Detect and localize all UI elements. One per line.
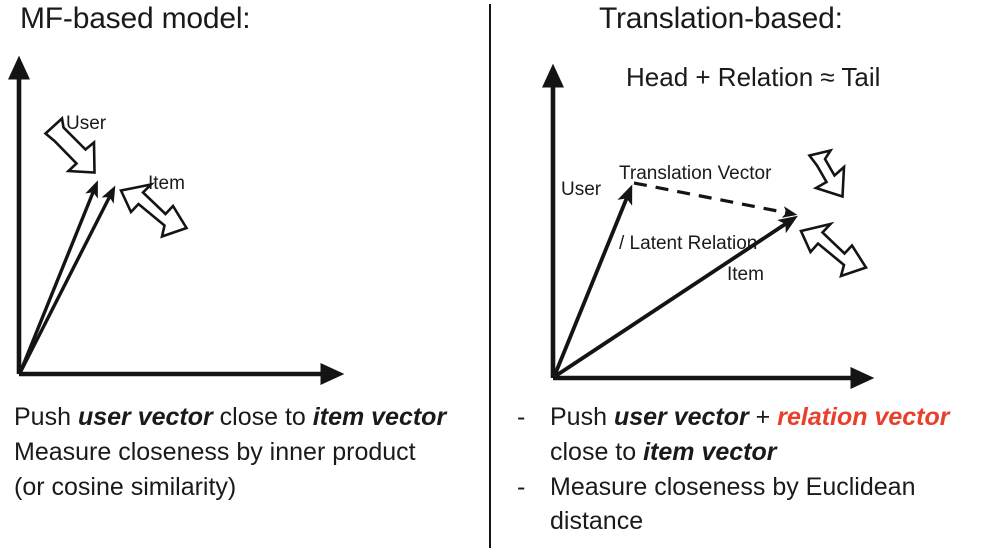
panel-divider — [489, 4, 491, 548]
right-diagram-item-label: Item — [727, 264, 764, 285]
right-panel-title: Translation-based: — [599, 2, 843, 35]
translation-vector-label: Translation Vector / Latent Relation — [619, 116, 771, 301]
translation-vector-label-line-2: / Latent Relation — [619, 232, 758, 254]
right-bullet1-item-vector: item vector — [643, 437, 777, 466]
right-panel: Translation-based: Head + Relation ≈ Tai… — [491, 0, 996, 548]
right-bullet-1: - Push user vector + relation vector — [509, 400, 996, 435]
item-vector — [18, 185, 116, 374]
right-bullet-1-text: Push user vector + relation vector — [550, 400, 996, 435]
left-body-line-2: Measure closeness by inner product — [14, 437, 416, 466]
right-bullet1-cont-lead: close to — [550, 437, 644, 466]
right-diagram-user-label: User — [561, 179, 602, 200]
user-vector — [552, 184, 633, 378]
right-bullet1-user-vector: user vector — [613, 403, 749, 431]
translation-vector-label-line-1: Translation Vector — [619, 163, 772, 185]
left-body-text: Push user vector close to item vector Me… — [14, 400, 484, 504]
item-callout-arrow-icon — [799, 221, 868, 279]
right-bullet1-lead: Push — [550, 403, 614, 431]
right-bullet-1-continuation: close to item vector — [509, 435, 996, 470]
left-body-item-vector: item vector — [312, 403, 447, 431]
right-bullet-2: - Measure closeness by Euclidean — [509, 470, 996, 505]
user-callout-arrow-icon — [43, 115, 96, 174]
right-bullet1-relation-vector: relation vector — [777, 403, 950, 431]
left-body-user-vector: user vector — [77, 403, 213, 431]
right-bullet-2-marker: - — [517, 472, 526, 501]
item-callout-arrow-icon — [119, 182, 189, 239]
left-body-line-1: Push user vector close to item vector — [14, 400, 484, 435]
right-bullet-1-marker: - — [517, 403, 526, 431]
left-panel-title: MF-based model: — [20, 2, 251, 35]
left-body-line-3: (or cosine similarity) — [14, 472, 237, 501]
translation-model-diagram — [541, 63, 875, 390]
mf-model-diagram — [7, 55, 345, 386]
right-bullet1-plus: + — [748, 403, 778, 431]
right-bullet-2-continuation: distance — [550, 507, 644, 536]
translation-vector — [633, 181, 798, 218]
user-vector — [18, 180, 98, 374]
item-vector — [552, 215, 798, 379]
right-bullet-2-text: Measure closeness by Euclidean — [550, 472, 916, 501]
relation-callout-arrow-icon — [807, 148, 846, 199]
left-diagram-user-label: User — [66, 113, 107, 134]
left-body-line1-lead: Push — [14, 403, 78, 431]
left-diagram-item-label: Item — [148, 173, 185, 194]
head-relation-tail-formula: Head + Relation ≈ Tail — [626, 62, 881, 92]
left-panel: MF-based model: Use — [0, 0, 489, 548]
right-body-text: - Push user vector + relation vector clo… — [509, 400, 996, 539]
left-body-line1-mid: close to — [212, 403, 313, 431]
